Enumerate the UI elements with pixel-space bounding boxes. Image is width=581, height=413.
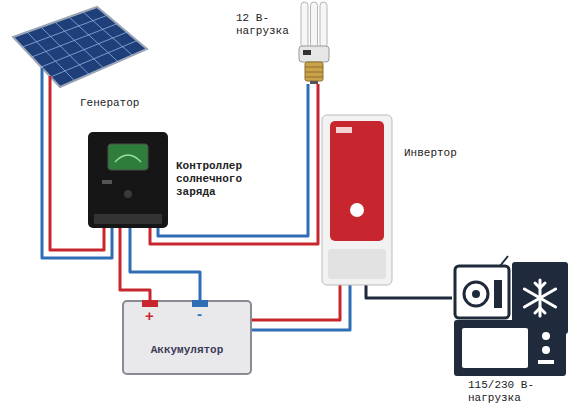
cable: [150, 84, 318, 244]
battery-art: [122, 300, 242, 375]
illustration-line: [22, 15, 107, 47]
lamp-load: 12 В- нагрузка: [296, 2, 332, 84]
illustration-line: [540, 308, 545, 313]
illustration-rect: [310, 81, 318, 84]
cable: [366, 285, 452, 298]
illustration-rect: [538, 360, 554, 364]
illustration-rect: [454, 320, 566, 376]
solar-panel: Генератор: [5, 5, 150, 90]
illustration-circle: [542, 332, 550, 340]
illustration-line: [305, 72, 323, 73]
illustration-line: [524, 289, 555, 307]
charge-controller: Контроллер солнечного заряда: [88, 132, 168, 228]
device-label: Генератор: [80, 97, 160, 110]
ac-loads-art: [452, 262, 570, 377]
cable: [252, 285, 350, 330]
illustration-line: [41, 32, 127, 67]
illustration-rect: [336, 127, 352, 133]
illustration-circle: [472, 290, 480, 298]
battery: Аккумулятор: [122, 300, 252, 375]
illustration-rect: [303, 50, 311, 55]
wire: [158, 84, 308, 236]
illustration-line: [540, 283, 545, 288]
illustration-g: [524, 280, 555, 316]
illustration-line: [32, 24, 117, 57]
illustration-line: [305, 67, 323, 68]
illustration-rect: [299, 46, 329, 62]
illustration-line: [49, 76, 52, 90]
illustration-rect: [328, 249, 386, 279]
illustration-rect: [305, 62, 323, 81]
terminal-sign: -: [197, 306, 202, 321]
inverter-art: [322, 115, 392, 285]
terminal-sign: +: [145, 308, 154, 323]
wire: [252, 285, 340, 320]
device-label: 12 В- нагрузка: [236, 12, 294, 38]
wire: [150, 84, 318, 244]
illustration-rect: [102, 180, 112, 184]
illustration-line: [51, 41, 137, 77]
illustration-rect: [322, 115, 392, 285]
wire: [120, 228, 150, 300]
illustration-line: [83, 12, 133, 55]
illustration-circle: [350, 203, 364, 217]
device-label: 115/230 В- нагрузка: [468, 379, 548, 405]
illustration-rect: [494, 280, 502, 308]
wire: [252, 285, 350, 330]
wire: [130, 228, 200, 300]
inverter: Инвертор: [322, 115, 392, 285]
device-label: Контроллер солнечного заряда: [176, 160, 262, 199]
cable: [120, 228, 200, 300]
illustration-rect: [88, 132, 168, 228]
wire: [366, 285, 452, 298]
illustration-line: [305, 77, 323, 78]
illustration-rect: [311, 2, 318, 48]
charge-controller-art: [88, 132, 168, 228]
illustration-rect: [94, 214, 162, 224]
illustration-rect: [108, 144, 148, 170]
node-label: Аккумулятор: [124, 344, 250, 357]
illustration-rect: [330, 121, 384, 241]
lamp-load-art: [296, 2, 332, 84]
illustration-circle: [124, 190, 132, 198]
illustration-circle: [542, 346, 550, 354]
illustration-rect: [462, 328, 528, 368]
ac-loads: 115/230 В- нагрузка: [452, 262, 570, 377]
illustration-line: [41, 68, 44, 90]
solar-panel-art: [5, 5, 150, 90]
illustration-polygon: [13, 7, 147, 87]
illustration-path: [115, 155, 141, 162]
illustration-circle: [464, 282, 488, 306]
illustration-rect: [320, 2, 327, 48]
illustration-rect: [142, 300, 158, 307]
illustration-line: [524, 289, 555, 307]
device-label: Инвертор: [404, 147, 474, 160]
illustration-rect: [301, 2, 308, 48]
illustration-rect: [455, 266, 509, 318]
